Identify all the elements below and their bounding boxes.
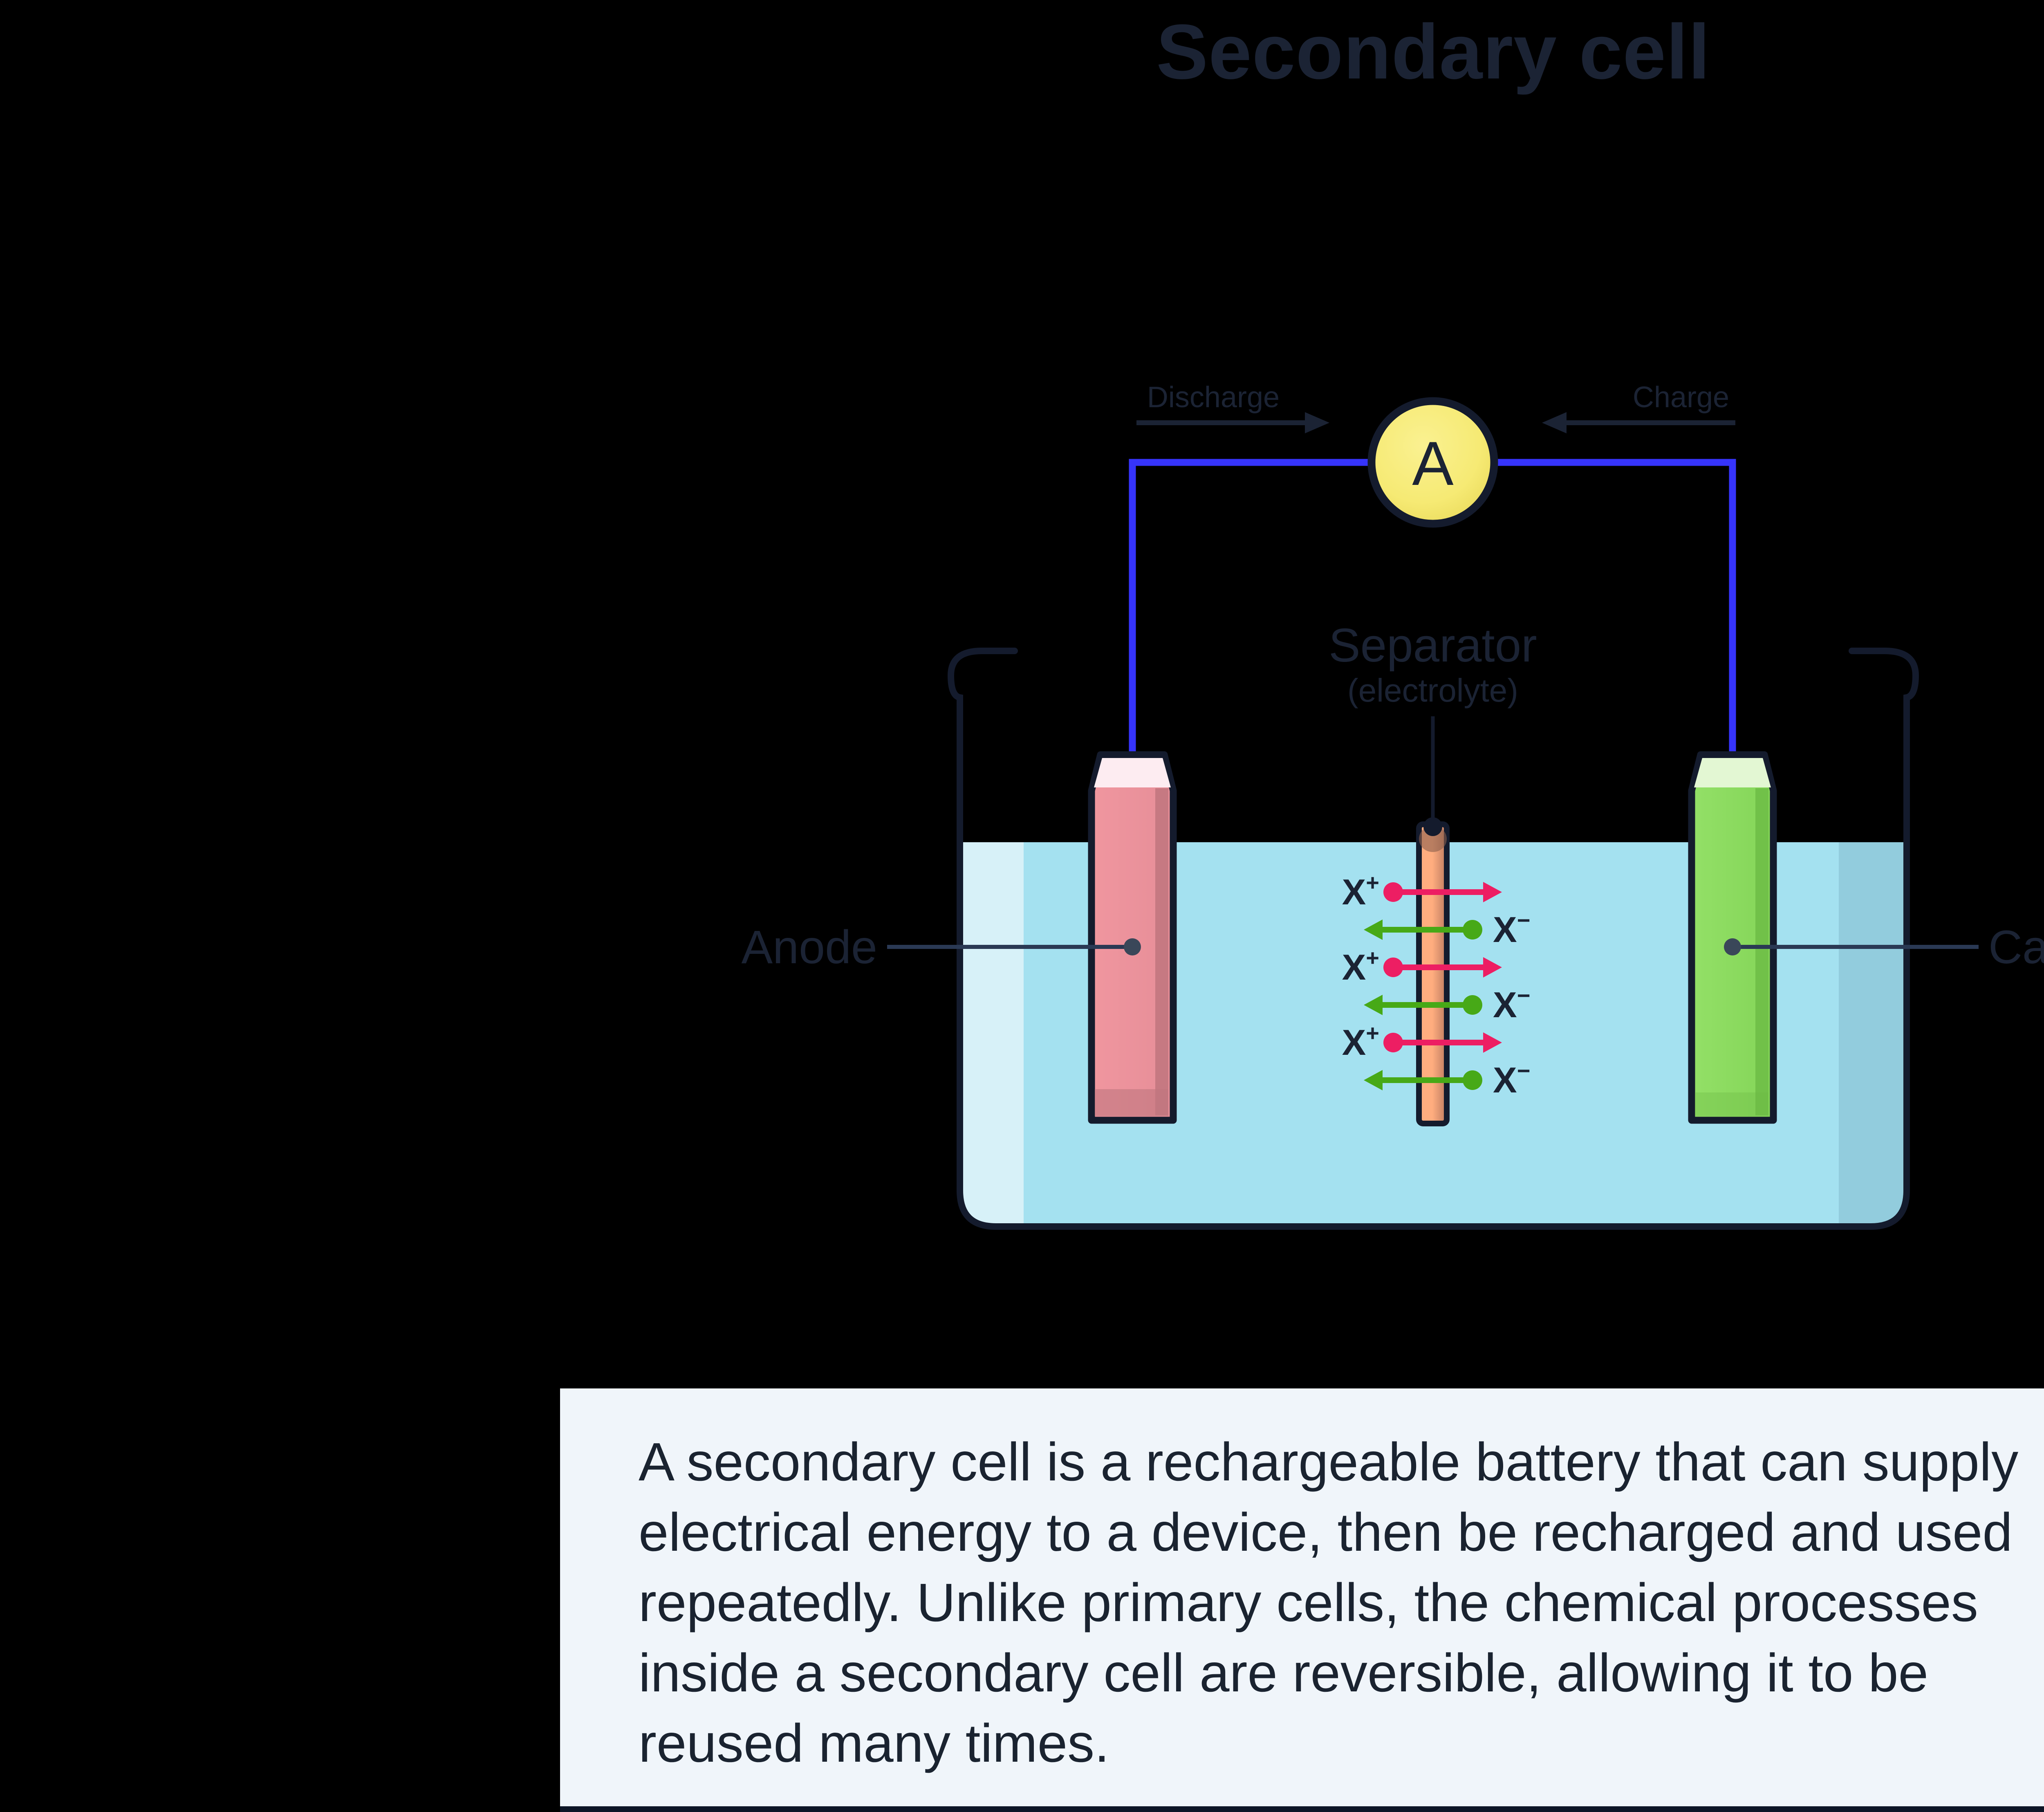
anion-label: X− [1493,907,1530,950]
cation-label: X+ [1342,1020,1379,1063]
charge-label: Charge [1633,381,1729,414]
info-panel: A secondary cell is a rechargeable batte… [560,1388,2044,1812]
anode-electrode [1088,751,1177,1124]
anion-label: X− [1493,982,1530,1025]
info-line: repeatedly. Unlike primary cells, the ch… [639,1572,1978,1633]
separator [1416,817,1450,1126]
anode-label: Anode [741,921,877,973]
page-title: Secondary cell [1156,9,1710,95]
ammeter-label: A [1412,429,1454,498]
anode-leader-dot [1124,938,1141,955]
cathode-electrode [1688,751,1777,1124]
separator-label: Separator [1329,619,1537,672]
separator-pointer-dot [1423,817,1442,836]
info-panel-bottom-edge [560,1806,2044,1812]
info-text: A secondary cell is a rechargeable batte… [639,1427,2018,1778]
anion-label: X− [1493,1058,1530,1100]
cathode-label: Cathode [1988,921,2044,973]
info-line: reused many times. [639,1713,1109,1773]
cathode-leader-dot [1724,938,1741,955]
charge-arrow [1542,412,1735,433]
ion-row-cation-1: X+ [1342,870,1502,912]
ion-row-anion-1: X− [1364,907,1530,950]
discharge-label: Discharge [1147,381,1280,414]
separator-sublabel: (electrolyte) [1347,672,1518,709]
ion-row-anion-3: X− [1364,1058,1530,1100]
ion-row-cation-2: X+ [1342,945,1502,987]
cation-label: X+ [1342,945,1379,987]
info-line: electrical energy to a device, then be r… [639,1502,2013,1562]
ion-row-cation-3: X+ [1342,1020,1502,1063]
beaker [947,648,1919,1230]
info-line: A secondary cell is a rechargeable batte… [639,1432,2019,1492]
ion-row-anion-2: X− [1364,982,1530,1025]
info-line: inside a secondary cell are reversible, … [639,1643,1928,1703]
discharge-arrow [1136,412,1329,433]
ammeter: A [1367,397,1498,528]
cation-label: X+ [1342,870,1379,912]
